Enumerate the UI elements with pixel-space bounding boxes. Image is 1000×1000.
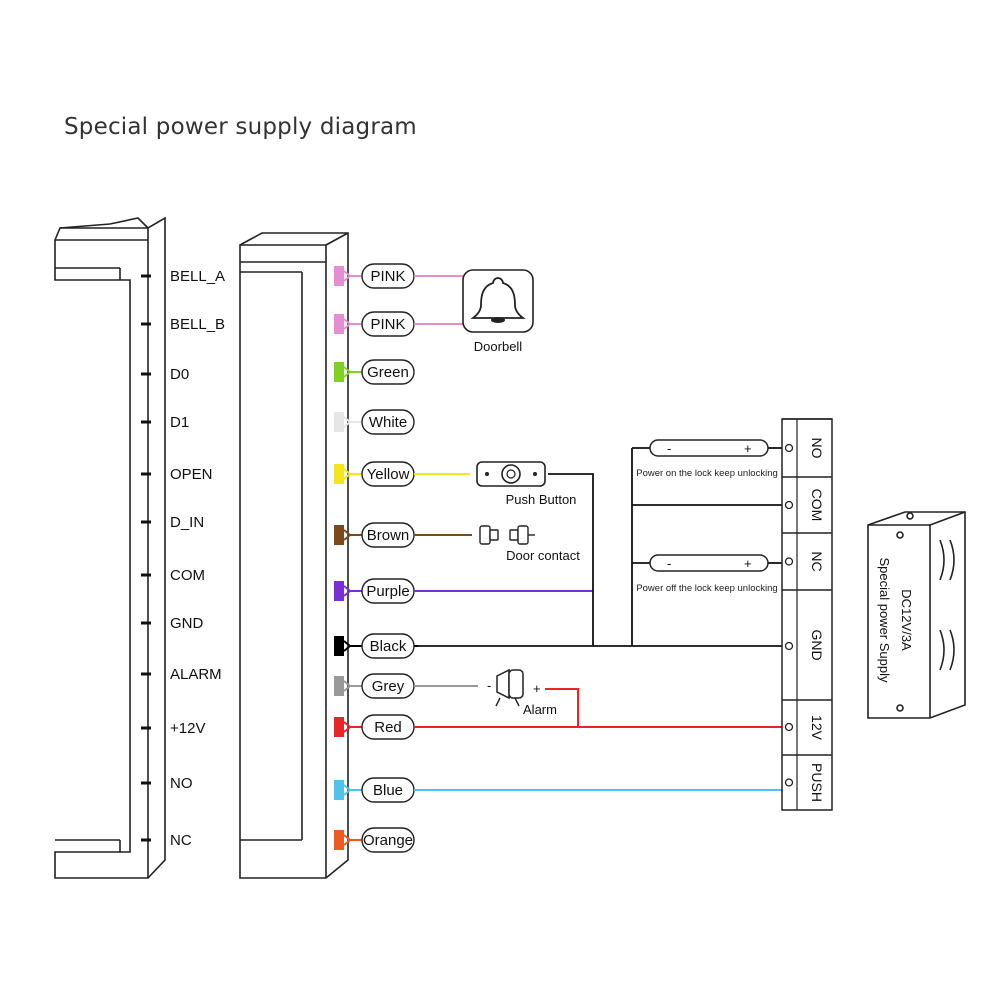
doorbell-label: Doorbell [474,339,523,354]
wire-color-stub [334,780,344,800]
wire-8: Grey [334,673,478,699]
reader-backplate [54,216,166,879]
wire-label-4: Yellow [367,466,410,483]
wire-7: Black [334,633,418,659]
pin-label-1: BELL_B [170,316,225,333]
wire-color-stub [334,830,344,850]
doorbell-device: Doorbell [462,269,534,354]
terminal-nc: NC [809,551,825,571]
alarm-positive-wire [545,688,579,727]
terminal-block: NO COM NC GND 12V PUSH [781,418,833,811]
push-button-label: Push Button [506,492,577,507]
wire-label-6: Purple [366,583,409,600]
lock-no: - + Power on the lock keep unlocking [636,439,778,479]
lock-no-plus: + [744,441,752,456]
wire-color-stub [334,314,344,334]
wire-2: Green [334,359,415,385]
wire-4: Yellow [334,461,470,487]
wire-color-stub [334,464,344,484]
screw-icon [784,641,794,651]
door-contact-label: Door contact [506,548,580,563]
screw-icon [784,500,794,510]
wire-label-pill [361,409,415,435]
wire-label-8: Grey [372,678,405,695]
terminal-12v: 12V [809,715,825,741]
pin-label-11: NC [170,832,192,849]
screw-icon [784,557,794,566]
lock-nc: - + Power off the lock keep unlocking [636,554,778,594]
pin-label-10: NO [170,775,193,792]
screw-icon [784,778,794,787]
power-supply-rating: DC12V/3A [899,589,914,651]
power-supply-name: Special power Supply [877,557,892,683]
lock-nc-minus: - [667,556,671,571]
wire-label-pill [361,827,415,853]
alarm-plus: + [533,681,541,696]
pin-label-6: COM [170,567,205,584]
pin-label-9: +12V [170,720,205,737]
lock-nc-caption: Power off the lock keep unlocking [636,583,777,594]
wire-label-5: Brown [367,527,410,544]
screw-icon [896,704,904,712]
power-supply: DC12V/3A Special power Supply [867,511,966,719]
wire-label-9: Red [374,719,402,736]
junction-wiring [418,447,782,647]
wire-6: Purple [334,578,593,604]
wire-label-0: PINK [370,268,405,285]
wire-color-stub [334,636,344,656]
wire-label-pill [361,359,415,385]
push-button-device: Push Button [476,461,577,507]
wire-9: Red [334,714,782,740]
pin-label-8: ALARM [170,666,222,683]
wire-color-stub [334,676,344,696]
terminal-push: PUSH [809,763,825,802]
wire-color-stub [334,266,344,286]
wire-color-stub [334,717,344,737]
pin-label-0: BELL_A [170,268,225,285]
wire-0: PINK [334,263,463,289]
lock-no-caption: Power on the lock keep unlocking [636,468,778,479]
wire-1: PINK [334,311,463,337]
alarm-label: Alarm [523,702,557,717]
lock-nc-plus: + [744,556,752,571]
screw-icon [896,531,904,539]
wire-color-stub [334,525,344,545]
wire-color-stub [334,581,344,601]
page-title: Special power supply diagram [64,114,417,140]
terminal-no: NO [809,438,825,459]
connector-body [239,232,349,879]
terminal-com: COM [809,489,825,522]
terminal-gnd: GND [809,629,825,660]
wire-10: Blue [334,777,782,803]
wire-label-1: PINK [370,316,405,333]
pin-label-3: D1 [170,414,189,431]
alarm-device: - + Alarm [487,668,557,717]
screw-icon [784,722,794,732]
wire-color-stub [334,362,344,382]
pin-label-5: D_IN [170,514,204,531]
wire-label-10: Blue [373,782,403,799]
siren-icon [496,668,510,700]
wire-label-2: Green [367,364,409,381]
wire-11: Orange [334,827,415,853]
wire-color-stub [334,412,344,432]
screw-icon [784,443,794,453]
wire-label-11: Orange [363,832,413,849]
pin-label-4: OPEN [170,466,213,483]
wire-3: White [334,409,415,435]
pin-label-2: D0 [170,366,189,383]
pin-label-7: GND [170,615,204,632]
wire-label-7: Black [370,638,407,655]
lock-no-minus: - [667,441,671,456]
door-contact-device: Door contact [479,525,580,563]
alarm-minus: - [487,678,491,693]
wire-5: Brown [334,522,472,548]
wire-label-3: White [369,414,407,431]
